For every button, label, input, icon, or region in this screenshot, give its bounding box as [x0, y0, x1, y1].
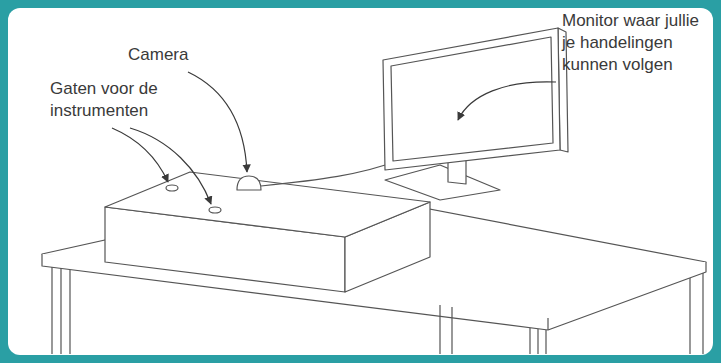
- leader-line: [130, 128, 211, 204]
- instrument-hole: [166, 185, 178, 191]
- monitor-bezel: [383, 28, 560, 170]
- leader-line: [458, 82, 556, 120]
- callout-label: Gaten voor de instrumenten: [50, 78, 175, 122]
- panel: [8, 8, 713, 355]
- leader-lines: [112, 72, 556, 204]
- camera-dome: [237, 176, 261, 190]
- box-top: [105, 172, 430, 237]
- table-leg: [440, 305, 452, 354]
- table-edge: [547, 318, 548, 330]
- leader-line: [188, 72, 247, 172]
- monitor: [383, 28, 568, 200]
- box: [105, 172, 430, 292]
- table-leg: [690, 273, 703, 354]
- callout-label: Monitor waar jullie je handelingen kunne…: [562, 10, 707, 76]
- instrument-hole: [209, 207, 221, 213]
- table-leg: [530, 328, 546, 354]
- callout-label: Camera: [128, 44, 188, 66]
- monitor-screen: [391, 37, 553, 161]
- leader-line: [112, 128, 168, 182]
- monitor-base: [385, 165, 500, 200]
- table-leg: [52, 267, 70, 354]
